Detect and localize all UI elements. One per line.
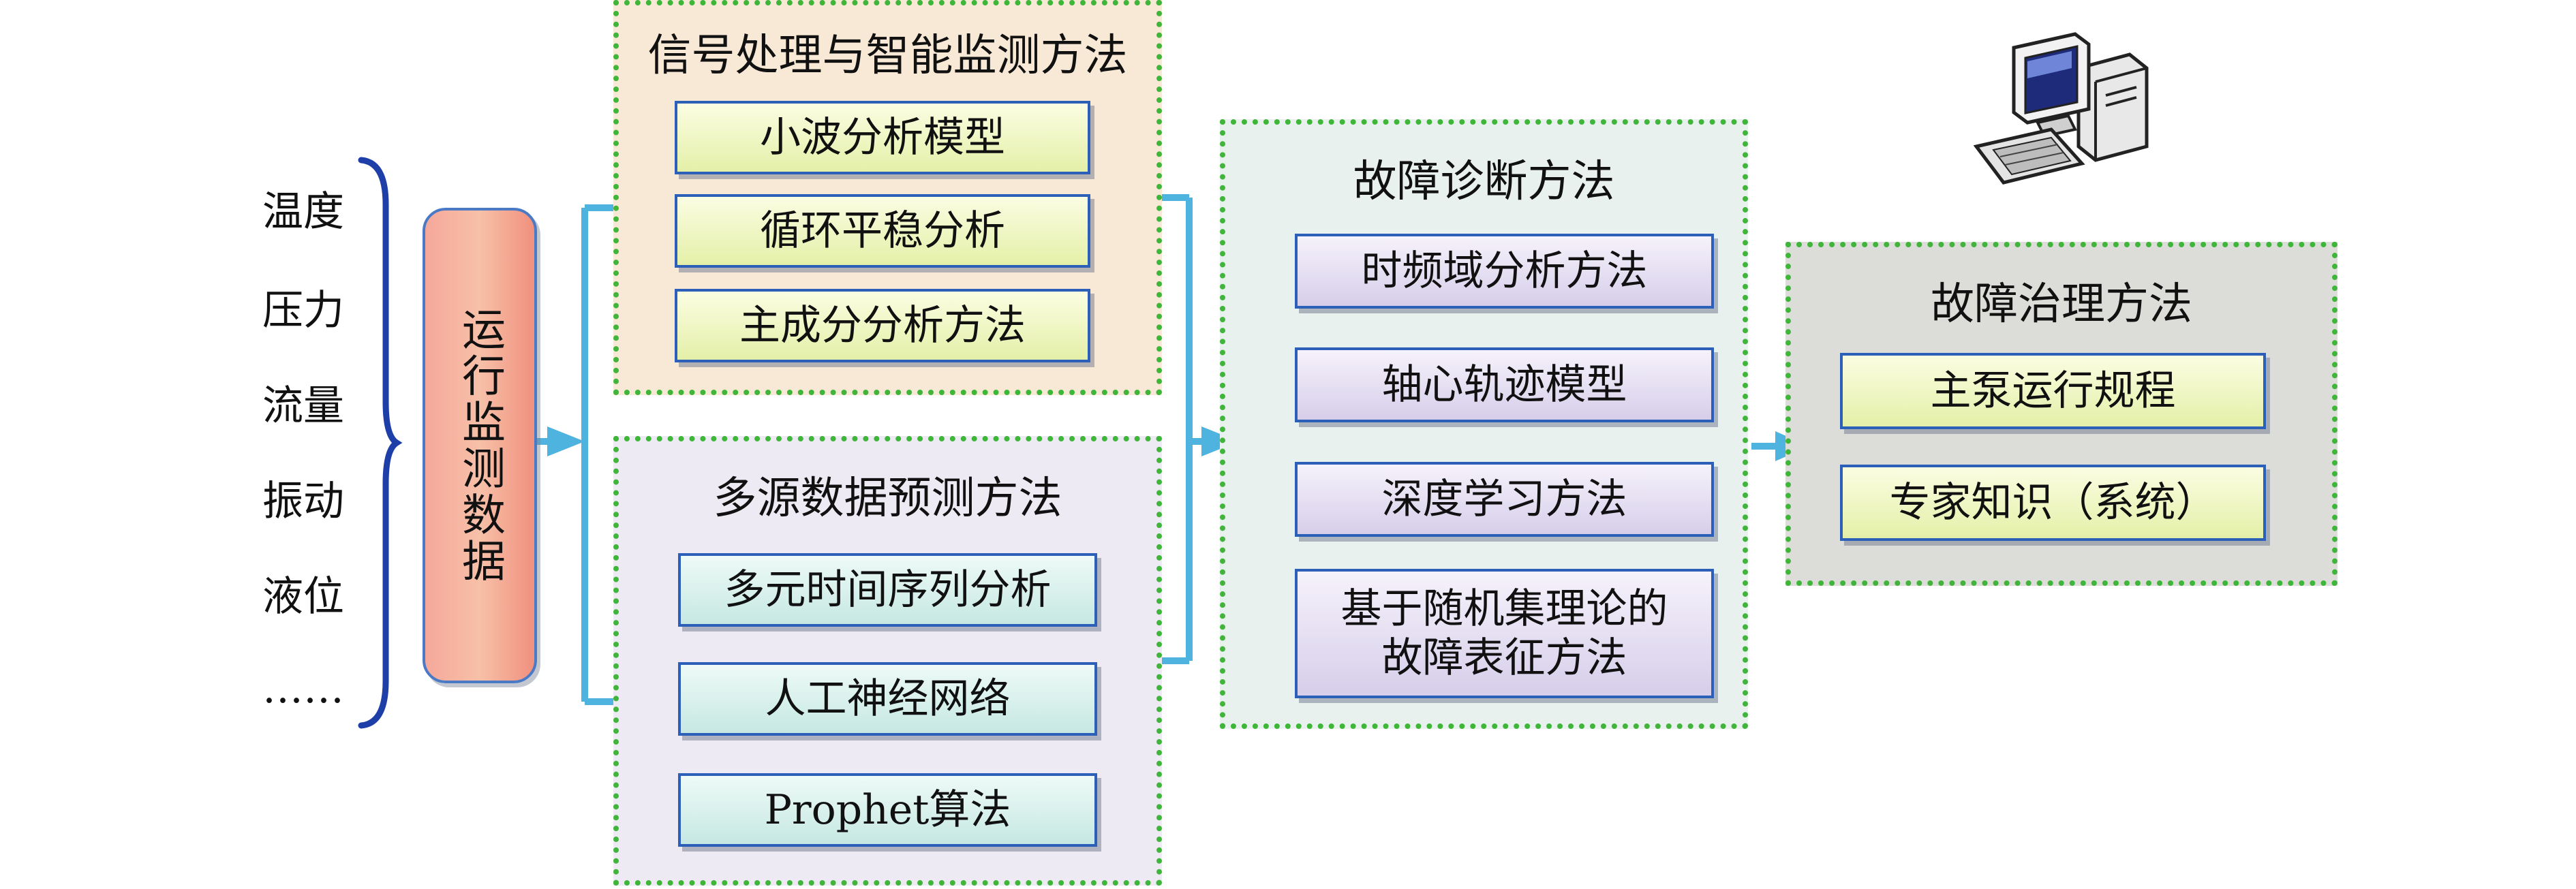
method-node-neural-network: 人工神经网络 bbox=[678, 662, 1097, 736]
input-item: 温度 bbox=[262, 188, 344, 236]
method-node-time-frequency: 时频域分析方法 bbox=[1295, 234, 1714, 309]
fault-diagnosis-title: 故障诊断方法 bbox=[1353, 157, 1615, 207]
runtime-data-box: 运行监测数据 bbox=[423, 208, 537, 683]
method-node-wavelet: 小波分析模型 bbox=[675, 101, 1090, 174]
input-item: 液位 bbox=[262, 573, 344, 621]
input-item: 振动 bbox=[262, 478, 344, 525]
method-node-random-set: 基于随机集理论的 故障表征方法 bbox=[1295, 569, 1714, 698]
method-node-axis-orbit: 轴心轨迹模型 bbox=[1295, 347, 1714, 422]
method-node-multivariate-ts: 多元时间序列分析 bbox=[678, 553, 1097, 627]
multisource-prediction-title: 多源数据预测方法 bbox=[713, 473, 1062, 524]
method-node-expert-knowledge: 专家知识（系统） bbox=[1840, 465, 2266, 541]
method-node-deep-learning: 深度学习方法 bbox=[1295, 462, 1714, 537]
runtime-data-label: 运行监测数据 bbox=[455, 307, 505, 584]
input-item: …… bbox=[262, 665, 344, 713]
method-node-pca: 主成分分析方法 bbox=[675, 289, 1090, 362]
input-item: 流量 bbox=[262, 382, 344, 430]
method-node-pump-regulations: 主泵运行规程 bbox=[1840, 353, 2266, 429]
method-node-cyclostationary: 循环平稳分析 bbox=[675, 194, 1090, 268]
arrow-to-groups bbox=[547, 426, 585, 456]
input-brace bbox=[358, 157, 403, 729]
computer-icon bbox=[1973, 32, 2149, 185]
method-node-prophet: Prophet算法 bbox=[678, 773, 1097, 847]
signal-processing-title: 信号处理与智能监测方法 bbox=[647, 31, 1128, 81]
fault-governance-title: 故障治理方法 bbox=[1931, 279, 2192, 330]
input-item: 压力 bbox=[262, 287, 344, 334]
